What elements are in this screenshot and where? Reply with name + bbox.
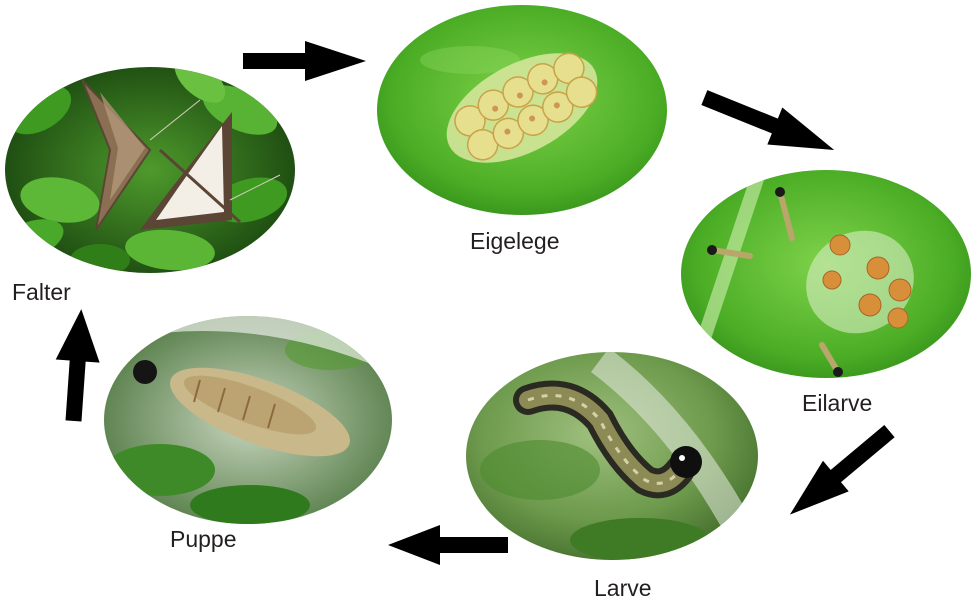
eilarve-label: Eilarve: [802, 392, 872, 415]
larve-photo: [462, 348, 762, 564]
larve-label: Larve: [594, 577, 652, 600]
arrow-eigelege-to-eilarve: [697, 79, 842, 169]
puppe-label: Puppe: [170, 528, 237, 551]
falter-label: Falter: [12, 281, 71, 304]
eigelege-photo: [370, 0, 680, 220]
arrow-falter-to-eigelege: [243, 41, 366, 81]
falter-photo: [0, 48, 300, 280]
arrow-eilarve-to-larve: [777, 416, 902, 530]
eigelege-label: Eigelege: [470, 230, 560, 253]
arrow-larve-to-puppe: [388, 525, 508, 565]
puppe-photo: [100, 312, 400, 528]
eilarve-photo: [675, 165, 974, 385]
arrow-puppe-to-falter: [52, 308, 104, 423]
